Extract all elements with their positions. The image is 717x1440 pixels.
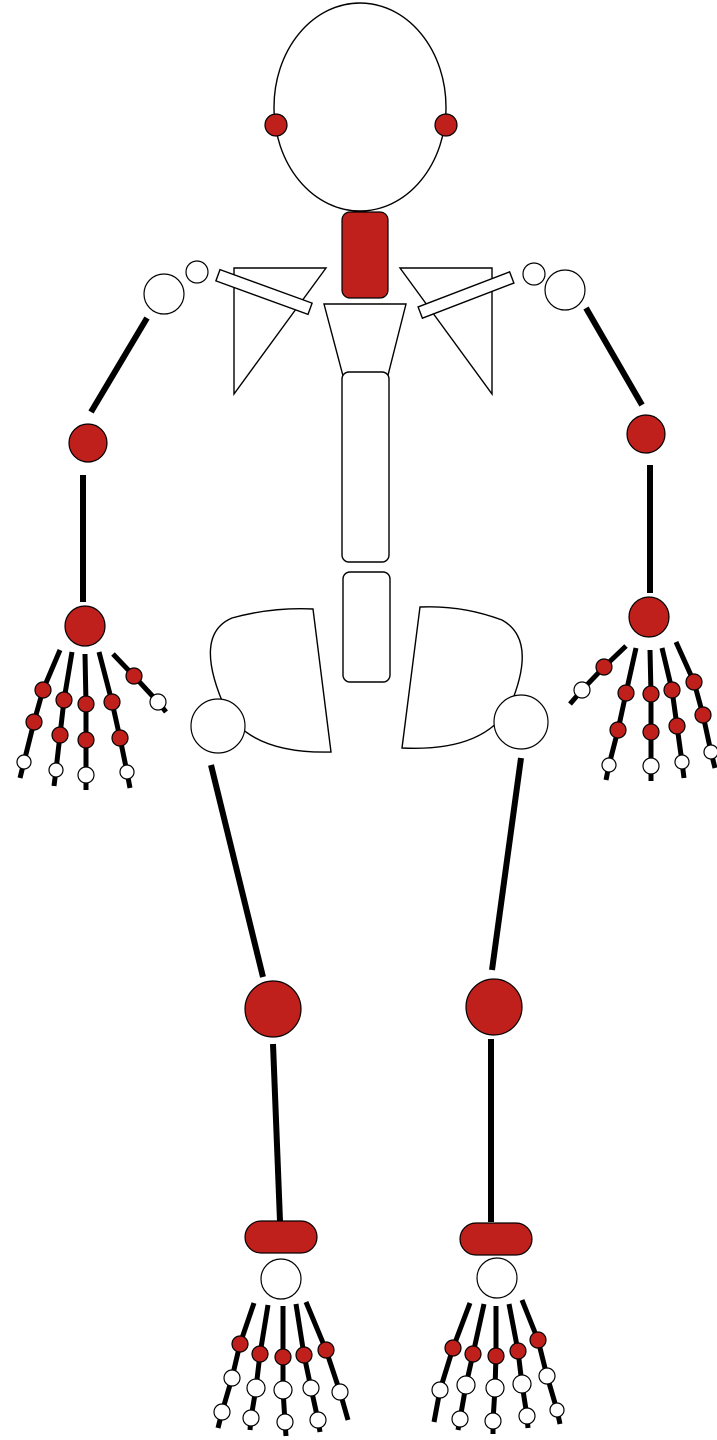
right-ankle-joint <box>460 1223 532 1255</box>
left-hand-finger-4-joint-3 <box>120 765 134 779</box>
right-hand-finger-4-joint-2 <box>695 707 711 723</box>
right-foot-toe-4-joint-2 <box>513 1375 531 1393</box>
head <box>274 3 446 211</box>
left-hand-finger-2-joint-2 <box>52 727 68 743</box>
right-hand-thumb-joint-2 <box>574 682 590 698</box>
left-foot-toe-1-joint-2 <box>224 1370 240 1386</box>
left-hand-finger-4-joint-1 <box>104 694 120 710</box>
right-foot-toe-5-joint-1 <box>530 1332 546 1348</box>
left-hip-joint <box>191 699 245 753</box>
left-foot-toe-5-joint-2 <box>332 1384 348 1400</box>
right-upper-arm <box>586 308 642 405</box>
left-foot-toe-2-joint-2 <box>247 1379 265 1397</box>
right-foot-toe-3-joint-2 <box>486 1379 504 1397</box>
right-hand-finger-3-joint-1 <box>664 682 680 698</box>
right-foot-toe-2-joint-2 <box>457 1376 475 1394</box>
right-foot-toe-3-joint-3 <box>485 1413 501 1429</box>
left-foot-toe-3-joint-3 <box>277 1414 293 1430</box>
left-foot-toe-4-joint-2 <box>303 1380 319 1396</box>
left-foot-toe-3-joint-2 <box>274 1381 292 1399</box>
left-thigh <box>211 765 263 977</box>
right-foot-toe-4-joint-1 <box>510 1343 526 1359</box>
left-foot-toe-5-joint-1 <box>318 1342 334 1358</box>
right-foot-toe-2-joint-3 <box>452 1411 468 1427</box>
right-hand-finger-1-joint-2 <box>610 722 626 738</box>
right-foot-toe-5-joint-2 <box>539 1368 555 1384</box>
left-hand-finger-2-joint-1 <box>56 692 72 708</box>
right-wrist-joint <box>629 597 669 637</box>
right-hip-joint <box>494 695 548 749</box>
right-foot-toe-3-joint-1 <box>488 1348 504 1364</box>
left-hand-finger-2-joint-3 <box>49 763 63 777</box>
left-ankle-joint <box>245 1221 317 1253</box>
left-shin <box>273 1044 280 1221</box>
right-foot-toe-5-joint-3 <box>550 1403 564 1417</box>
left-hand-finger-4-joint-2 <box>112 730 128 746</box>
right-hand-finger-1-joint-3 <box>602 758 616 772</box>
left-wrist-joint <box>65 606 105 646</box>
right-heel-joint <box>477 1258 517 1298</box>
left-hand-finger-3-joint-3 <box>78 767 94 783</box>
left-foot-toe-1-joint-1 <box>232 1336 248 1352</box>
left-foot-toe-2-joint-1 <box>252 1346 268 1362</box>
left-hand-thumb-joint-1 <box>126 668 142 684</box>
right-foot-toe-1-joint-2 <box>432 1382 448 1398</box>
right-hand-finger-4-joint-3 <box>704 745 717 759</box>
extremities <box>17 642 717 1436</box>
upper-spine <box>342 372 389 562</box>
right-hand-finger-2-joint-1 <box>643 686 659 702</box>
left-shoulder-joint <box>144 274 184 314</box>
right-elbow-joint <box>627 415 665 453</box>
right-knee-joint <box>466 979 522 1035</box>
right-shoulder-joint <box>545 270 585 310</box>
left-hand-finger-3-joint-2 <box>78 732 94 748</box>
left-hand-thumb-joint-2 <box>150 694 166 710</box>
right-foot-toe-1-joint-1 <box>445 1340 461 1356</box>
left-elbow-joint <box>69 424 107 462</box>
right-foot-toe-2-joint-1 <box>465 1346 481 1362</box>
right-hand-finger-4-joint-1 <box>686 674 702 690</box>
left-foot-toe-3-joint-1 <box>275 1349 291 1365</box>
right-foot-toe-4-joint-3 <box>519 1408 535 1424</box>
left-heel-joint <box>261 1259 301 1299</box>
lower-spine <box>343 572 390 682</box>
right-hand-finger-2-joint-2 <box>643 724 659 740</box>
right-hand-finger-3-joint-2 <box>669 718 685 734</box>
left-hand-finger-1-joint-3 <box>17 755 31 769</box>
right-ear-joint <box>435 114 457 136</box>
left-knee-joint <box>245 981 301 1037</box>
left-hand-finger-3-joint-1 <box>78 696 94 712</box>
left-upper-arm <box>91 318 147 412</box>
neck <box>342 212 388 298</box>
right-hand-finger-2-joint-3 <box>643 758 659 774</box>
left-foot-toe-4-joint-1 <box>296 1347 312 1363</box>
left-hand-finger-1-joint-2 <box>26 714 42 730</box>
right-thigh <box>492 758 521 970</box>
right-shoulder-small-joint <box>523 263 545 285</box>
left-foot-toe-1-joint-3 <box>214 1404 230 1420</box>
right-hand-finger-1-joint-1 <box>618 685 634 701</box>
left-foot-toe-4-joint-3 <box>310 1412 326 1428</box>
right-hand-finger-3-joint-3 <box>675 755 689 769</box>
left-ear-joint <box>265 114 287 136</box>
left-foot-toe-2-joint-3 <box>243 1410 259 1426</box>
left-hand-finger-1-joint-1 <box>35 682 51 698</box>
left-shoulder-small-joint <box>186 261 208 283</box>
right-hand-thumb-joint-1 <box>596 659 612 675</box>
